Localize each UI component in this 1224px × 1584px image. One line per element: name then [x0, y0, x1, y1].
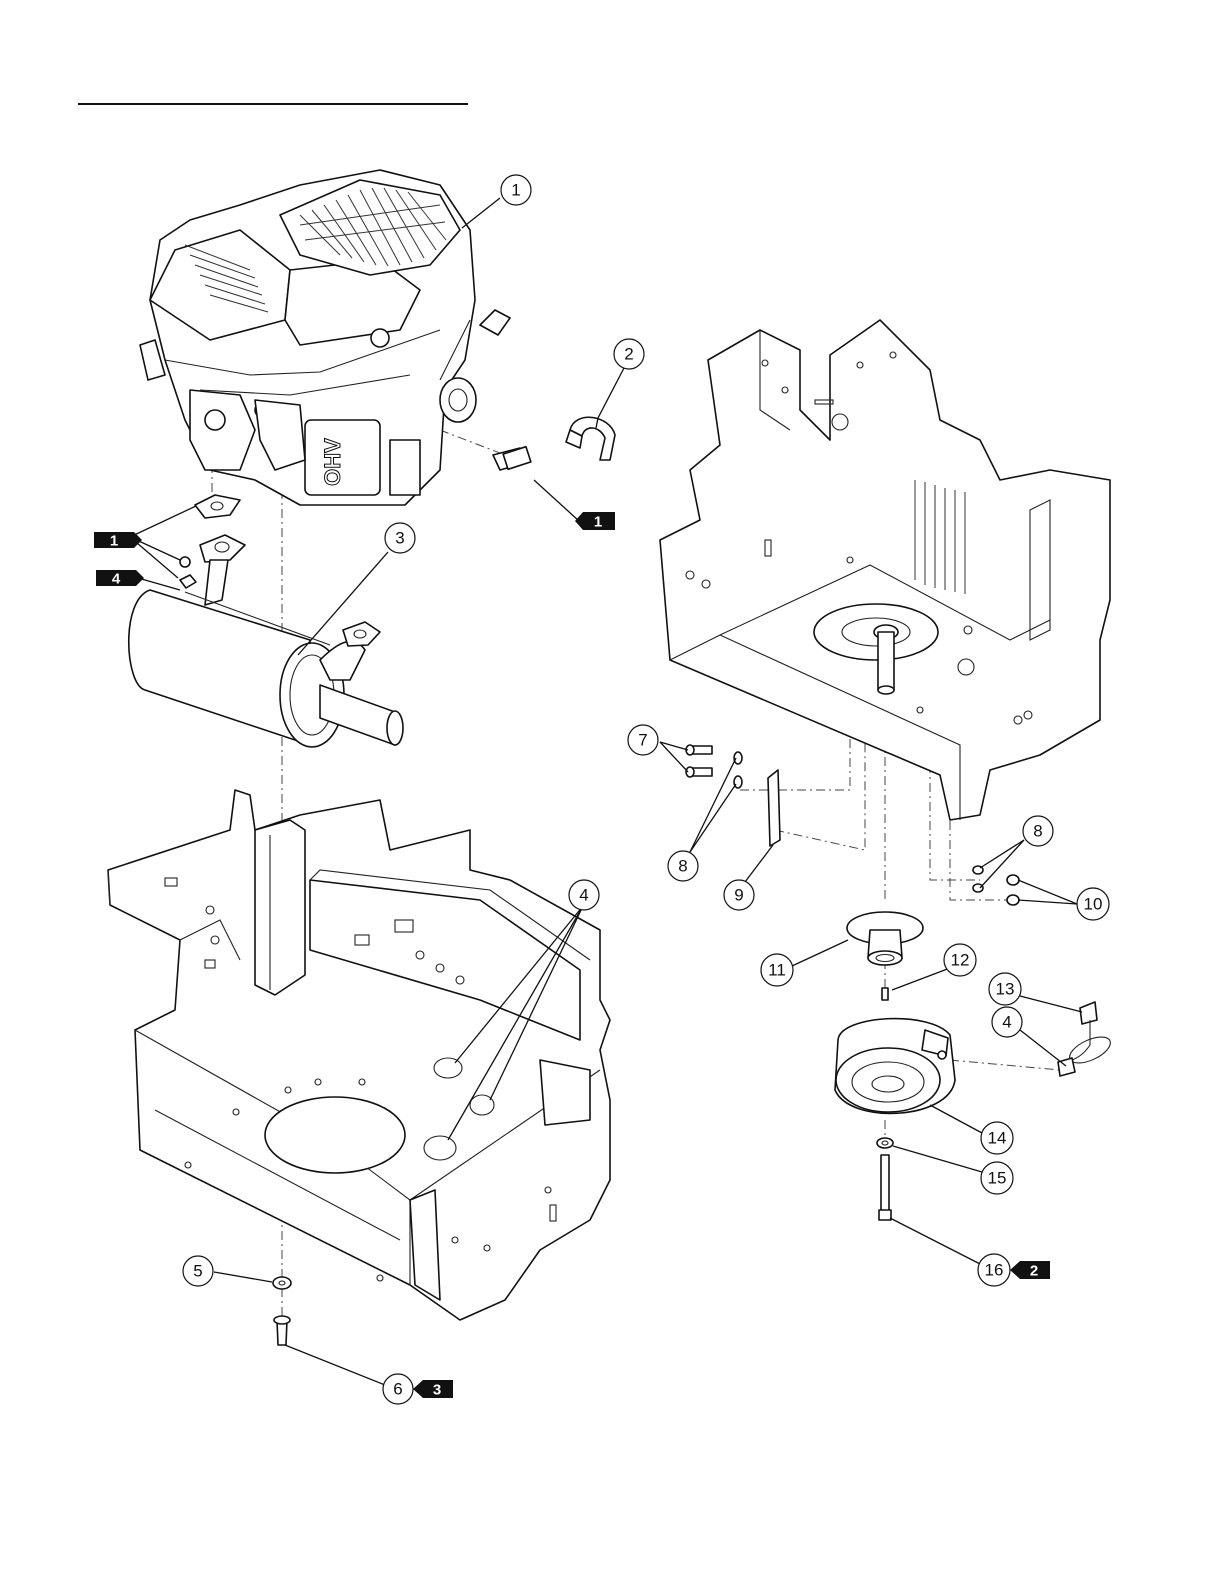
callout-9: 9	[724, 880, 754, 910]
callout-11: 11	[761, 954, 793, 986]
svg-text:3: 3	[395, 529, 404, 548]
svg-text:10: 10	[1084, 895, 1103, 914]
note-tag-3: 3	[413, 1380, 453, 1399]
note-tag-1: 1	[94, 532, 142, 550]
svg-text:4: 4	[579, 886, 588, 905]
connector-and-tie-part-13-4	[1058, 1002, 1114, 1076]
callout-5: 5	[183, 1256, 213, 1286]
callout-14: 14	[981, 1122, 1013, 1154]
engine-marking: OHV	[320, 438, 345, 486]
callout-10: 10	[1077, 888, 1109, 920]
bolts-part-7	[686, 745, 712, 777]
callout-6: 6	[383, 1374, 413, 1404]
callout-4: 4	[992, 1007, 1022, 1037]
svg-text:8: 8	[678, 857, 687, 876]
washers-part-8-left	[734, 752, 742, 788]
key-part-12	[882, 988, 888, 1000]
svg-text:8: 8	[1033, 822, 1042, 841]
washers-and-nuts-part-8-10	[973, 866, 1019, 905]
svg-text:4: 4	[1002, 1013, 1011, 1032]
engine-frame-left	[108, 790, 610, 1320]
svg-text:11: 11	[768, 961, 786, 980]
electric-clutch-part-14	[835, 1019, 955, 1114]
svg-text:15: 15	[988, 1169, 1007, 1188]
svg-text:1: 1	[594, 514, 602, 531]
callout-8: 8	[668, 851, 698, 881]
engine: OHV	[140, 170, 510, 505]
callout-3: 3	[385, 523, 415, 553]
svg-text:3: 3	[433, 1382, 441, 1399]
svg-text:12: 12	[951, 951, 970, 970]
note-tag-1: 1	[575, 512, 615, 531]
svg-text:5: 5	[193, 1262, 202, 1281]
svg-text:1: 1	[511, 181, 520, 200]
callout-1: 1	[501, 175, 531, 205]
exhaust-nut	[180, 557, 196, 588]
callout-16: 16	[978, 1254, 1010, 1286]
svg-text:13: 13	[996, 980, 1015, 999]
bracket-part-9	[768, 770, 780, 846]
svg-text:1: 1	[110, 533, 118, 550]
svg-text:7: 7	[638, 731, 647, 750]
callout-15: 15	[981, 1162, 1013, 1194]
muffler	[129, 535, 403, 747]
svg-text:6: 6	[393, 1380, 402, 1399]
deck-frame-right	[660, 320, 1110, 820]
callout-12: 12	[944, 944, 976, 976]
svg-text:9: 9	[734, 886, 743, 905]
washer-and-bolt-part-15-16	[877, 1138, 893, 1220]
note-tag-2: 2	[1010, 1261, 1050, 1280]
callout-2: 2	[614, 339, 644, 369]
callout-4: 4	[569, 880, 599, 910]
svg-text:2: 2	[1030, 1263, 1038, 1280]
svg-text:4: 4	[112, 571, 121, 588]
pulley-part-11	[847, 912, 923, 965]
note-tag-4: 4	[96, 570, 144, 588]
callout-7: 7	[628, 725, 658, 755]
exhaust-gasket-upper	[195, 495, 240, 518]
callout-8: 8	[1023, 816, 1053, 846]
svg-text:14: 14	[988, 1129, 1007, 1148]
svg-text:16: 16	[985, 1261, 1004, 1280]
svg-text:2: 2	[624, 345, 633, 364]
callout-13: 13	[989, 973, 1021, 1005]
